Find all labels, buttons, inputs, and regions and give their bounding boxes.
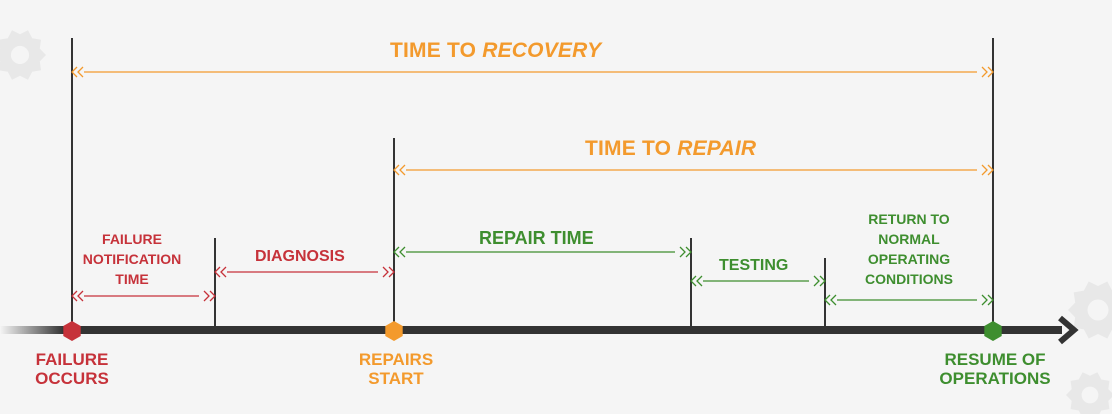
- time-to-repair-arrow-left-chevron-1: [393, 164, 400, 176]
- failure-notification-line2: NOTIFICATION: [82, 251, 182, 267]
- gear-icon-bottomright-hole: [1081, 386, 1099, 404]
- resume-operations-label: RESUME OF OPERATIONS: [925, 350, 1065, 388]
- resume-operations-line1: RESUME OF: [944, 350, 1046, 369]
- timeline-axis: [0, 326, 1062, 334]
- arrowhead-icon: [1058, 315, 1079, 345]
- return-to-normal-label: RETURN TO NORMAL OPERATING CONDITIONS: [849, 209, 969, 289]
- resume-operations-line2: OPERATIONS: [939, 369, 1051, 388]
- failure-notification-line1: FAILURE: [102, 231, 162, 247]
- time-to-repair-arrow-right-chevron-1: [987, 164, 994, 176]
- repairs-start-line2: START: [368, 369, 424, 388]
- time-to-recovery-label: TIME TO RECOVERY: [390, 40, 601, 61]
- resume-hexagon-marker-icon: [984, 321, 1002, 341]
- time-to-repair-arrow-right-chevron-0: [981, 164, 988, 176]
- time-to-recovery-prefix: TIME TO: [390, 39, 477, 62]
- time-to-repair-emphasis: REPAIR: [677, 137, 757, 160]
- return-to-normal-line3: OPERATING: [867, 251, 951, 267]
- time-to-repair-label: TIME TO REPAIR: [585, 138, 756, 159]
- repairs-start-line1: REPAIRS: [358, 350, 434, 369]
- diagnosis-arrow-right-chevron-0: [382, 266, 389, 278]
- return-to-normal-line4: CONDITIONS: [865, 271, 953, 287]
- diagnosis-arrow-left-chevron-1: [214, 266, 221, 278]
- time-to-repair-prefix: TIME TO: [585, 137, 672, 160]
- diagnosis-arrow-left-chevron-0: [220, 266, 227, 278]
- diagnosis-arrow-right-chevron-1: [388, 266, 395, 278]
- repair-time-arrow-left-chevron-0: [399, 246, 406, 258]
- repair-time-arrow-right-chevron-1: [685, 246, 692, 258]
- testing-label: TESTING: [719, 257, 789, 274]
- repairs-start-label: REPAIRS START: [346, 350, 446, 388]
- return-to-normal-arrow-left-chevron-0: [830, 294, 837, 306]
- repair-time-arrow-left-chevron-1: [393, 246, 400, 258]
- failure-hexagon-marker-icon: [63, 321, 81, 341]
- testing-arrow-right-chevron-1: [819, 275, 826, 287]
- testing-arrow-right-chevron-0: [813, 275, 820, 287]
- failure-notification-arrow-left-chevron-0: [77, 290, 84, 302]
- failure-notification-arrow-left-chevron-1: [71, 290, 78, 302]
- repair-time-arrow-right-chevron-0: [679, 246, 686, 258]
- failure-occurs-line1: FAILURE: [35, 350, 109, 369]
- diagnosis-label: DIAGNOSIS: [255, 248, 345, 265]
- return-to-normal-line1: RETURN TO: [868, 211, 950, 227]
- time-to-recovery-arrow-left-chevron-1: [71, 66, 78, 78]
- return-to-normal-line2: NORMAL: [878, 231, 940, 247]
- testing-arrow-left-chevron-0: [696, 275, 703, 287]
- return-to-normal-arrow-right-chevron-0: [981, 294, 988, 306]
- repair-time-label: REPAIR TIME: [479, 228, 594, 248]
- return-to-normal-arrow-right-chevron-1: [987, 294, 994, 306]
- return-to-normal-arrow-left-chevron-1: [824, 294, 831, 306]
- gear-icon-topleft-hole: [10, 45, 30, 65]
- gear-icon-right-hole: [1087, 299, 1109, 321]
- failure-notification-arrow-right-chevron-1: [209, 290, 216, 302]
- failure-notification-label: FAILURE NOTIFICATION TIME: [82, 229, 182, 289]
- failure-occurs-label: FAILURE OCCURS: [22, 350, 122, 388]
- failure-occurs-line2: OCCURS: [35, 369, 109, 388]
- time-to-recovery-emphasis: RECOVERY: [482, 39, 602, 62]
- testing-arrow-left-chevron-1: [690, 275, 697, 287]
- time-to-recovery-arrow-left-chevron-0: [77, 66, 84, 78]
- failure-notification-line3: TIME: [115, 271, 149, 287]
- failure-notification-arrow-right-chevron-0: [203, 290, 210, 302]
- time-to-recovery-arrow-right-chevron-0: [981, 66, 988, 78]
- time-to-recovery-arrow-right-chevron-1: [987, 66, 994, 78]
- time-to-repair-arrow-left-chevron-0: [399, 164, 406, 176]
- repairs-start-hexagon-marker-icon: [385, 321, 403, 341]
